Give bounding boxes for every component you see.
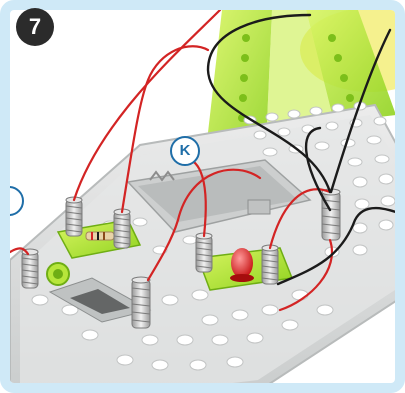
callout-k-label: K bbox=[170, 136, 200, 166]
circuit-illustration bbox=[10, 10, 405, 393]
step-number-badge: 7 bbox=[16, 8, 54, 46]
red-led bbox=[231, 248, 253, 278]
